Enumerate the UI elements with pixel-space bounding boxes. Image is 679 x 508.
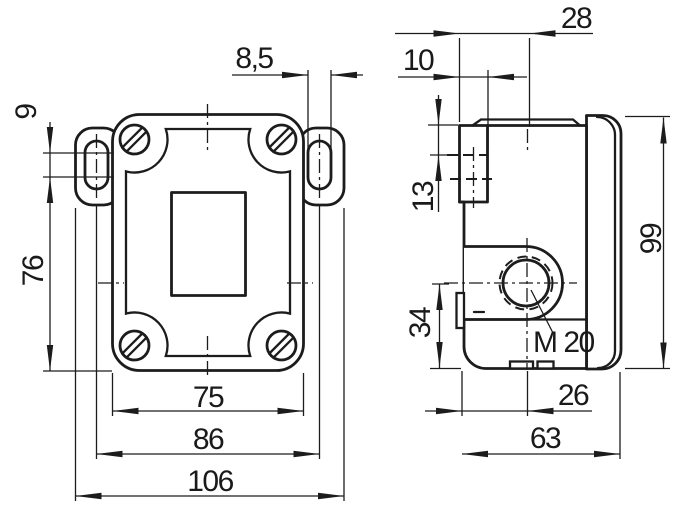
arrow-106-right [318, 492, 344, 500]
dim-slot-length-label: 9 [10, 104, 43, 120]
bottom-tab-right [536, 360, 555, 370]
side-dimension-lines [395, 32, 665, 455]
dim-face-to-gland-label: 26 [558, 379, 589, 412]
dim-hole-spacing-label: 86 [193, 423, 224, 456]
bottom-tab-left [508, 360, 535, 370]
front-extension-lines [43, 70, 345, 501]
arrow-34-bottom [436, 342, 443, 368]
arrow-85-left [282, 71, 308, 79]
arrow-28-right [529, 30, 556, 37]
arrow-10-right [488, 73, 514, 81]
dim-hole-to-bottom-label: 76 [17, 255, 50, 286]
arrow-9-top [46, 127, 54, 153]
arrow-10-left [433, 73, 460, 81]
arrow-106-left [75, 492, 102, 500]
side-view [444, 114, 623, 371]
front-centerlines [95, 104, 321, 375]
arrow-75-left [112, 407, 139, 415]
dim-total-height-label: 99 [635, 223, 668, 254]
arrow-75-right [277, 407, 304, 415]
arrow-9-bottom [46, 177, 54, 203]
dim-gland-to-bottom-label: 34 [404, 307, 437, 338]
top-flange-edge [471, 118, 582, 127]
label-plate [170, 191, 247, 297]
arrow-28-left [433, 30, 460, 37]
screw-icon-top-right [265, 123, 298, 156]
dim-block-step-label: 13 [407, 181, 440, 212]
arrow-34-top [436, 284, 443, 310]
arrow-63-right [594, 450, 620, 458]
dim-total-width-label: 106 [187, 465, 233, 498]
screw-icon-bottom-left [118, 329, 151, 362]
arrow-86-left [96, 450, 123, 458]
dim-body-width-label: 75 [193, 381, 224, 414]
side-dimensions: 28 10 13 34 99 M 20 26 63 [395, 2, 670, 459]
dim-block-depth-label: 10 [403, 44, 434, 77]
front-view [74, 104, 346, 375]
front-dimensions: 8,5 9 76 75 86 106 [10, 42, 363, 501]
arrow-86-right [293, 450, 320, 458]
cover-profile [585, 114, 623, 371]
lid-inner-outline [124, 127, 292, 358]
side-extension-lines [428, 38, 670, 459]
arrow-99-bottom [660, 342, 667, 369]
arrow-99-top [660, 117, 667, 144]
arrow-13-bottom [435, 155, 442, 181]
gland-thread-label: M 20 [533, 326, 595, 359]
dim-total-depth-label: 63 [530, 422, 561, 455]
dim-face-to-top-center-label: 28 [561, 2, 592, 35]
side-latch [455, 291, 466, 330]
side-centerlines [444, 129, 577, 370]
arrow-13-top [435, 99, 442, 125]
arrow-26-left [436, 407, 462, 415]
arrow-85-right [331, 71, 357, 79]
screw-icon-bottom-right [265, 329, 298, 362]
dim-slot-width-label: 8,5 [235, 42, 273, 75]
arrow-63-left [462, 450, 488, 458]
gland-leader-line [530, 289, 554, 334]
cover-inner-edge [595, 115, 617, 370]
screw-icon-top-left [118, 123, 151, 156]
arrow-76-bottom [46, 345, 54, 371]
arrow-26-right [527, 407, 554, 415]
